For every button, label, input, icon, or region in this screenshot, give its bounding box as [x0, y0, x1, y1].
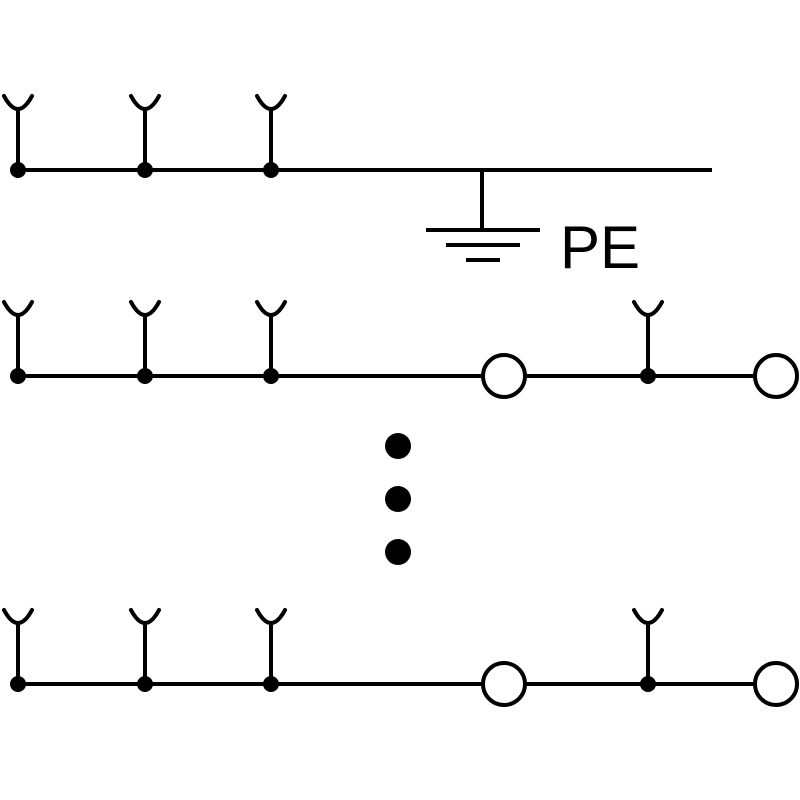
socket-1: [2, 608, 34, 692]
plug-socket-icon: [2, 608, 34, 625]
open-terminal-circle-icon: [481, 353, 527, 399]
junction-dot: [640, 368, 656, 384]
open-terminal-circle-icon: [753, 353, 799, 399]
open-terminal-circle-icon: [481, 661, 527, 707]
plug-socket-icon: [129, 300, 161, 317]
socket-4: [632, 300, 664, 384]
plug-socket-icon: [129, 608, 161, 625]
plug-socket-icon: [2, 300, 34, 317]
socket-2: [129, 608, 161, 692]
junction-dot: [137, 368, 153, 384]
junction-dot: [263, 676, 279, 692]
plug-socket-icon: [255, 608, 287, 625]
junction-dot: [10, 368, 26, 384]
junction-dot: [10, 162, 26, 178]
plug-socket-icon: [2, 94, 34, 111]
plug-socket-icon: [632, 608, 664, 625]
ellipsis-dot: [385, 486, 411, 512]
socket-1: [2, 300, 34, 384]
socket-1: [2, 94, 34, 178]
bus-row-top: PE: [2, 94, 712, 281]
socket-3: [255, 94, 287, 178]
bus-row-middle: [2, 300, 799, 399]
junction-dot: [640, 676, 656, 692]
junction-dot: [137, 676, 153, 692]
protective-earth-ground-icon: [426, 170, 540, 262]
plug-socket-icon: [255, 300, 287, 317]
socket-2: [129, 300, 161, 384]
socket-3: [255, 300, 287, 384]
junction-dot: [10, 676, 26, 692]
socket-4: [632, 608, 664, 692]
junction-dot: [137, 162, 153, 178]
junction-dot: [263, 368, 279, 384]
plug-socket-icon: [129, 94, 161, 111]
plug-socket-icon: [632, 300, 664, 317]
junction-dot: [263, 162, 279, 178]
bus-row-bottom: [2, 608, 799, 707]
socket-3: [255, 608, 287, 692]
ellipsis-dot: [385, 433, 411, 459]
open-terminal-circle-icon: [753, 661, 799, 707]
vertical-ellipsis-icon: [385, 433, 411, 565]
socket-2: [129, 94, 161, 178]
plug-socket-icon: [255, 94, 287, 111]
ground-label: PE: [560, 214, 640, 281]
ellipsis-dot: [385, 539, 411, 565]
